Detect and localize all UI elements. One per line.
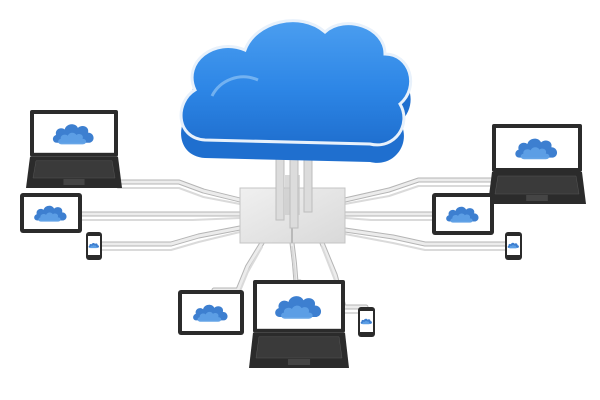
tablet-left <box>20 193 82 233</box>
cable-secondary-laptop-right <box>344 185 493 205</box>
laptop-bottom-center <box>249 280 349 368</box>
keyboard <box>32 160 116 179</box>
cloud-icon <box>179 19 413 163</box>
device-group <box>20 110 586 368</box>
touchpad <box>63 179 85 185</box>
cable-laptop-top-left <box>115 179 243 203</box>
cable-highlight-laptop-right <box>343 178 494 202</box>
cable-highlight-phone-right <box>343 228 507 246</box>
keyboard <box>255 336 343 359</box>
keyboard <box>494 175 580 195</box>
cable-highlight-phone-left <box>100 226 242 246</box>
cable-secondary-tablet-right <box>344 217 433 221</box>
tablet-right <box>432 193 494 235</box>
phone-right <box>505 232 522 260</box>
tablet-bottom-left <box>178 290 244 335</box>
cable-secondary-phone-left <box>101 231 241 251</box>
cable-secondary-tablet-left <box>81 217 241 221</box>
laptop-top-left <box>26 110 122 188</box>
laptop-right <box>488 124 586 204</box>
touchpad <box>287 359 311 365</box>
phone-left <box>86 232 102 260</box>
phone-bottom-right <box>358 307 375 337</box>
cable-secondary-laptop-top-left <box>117 187 241 205</box>
cable-secondary-phone-right <box>344 233 506 251</box>
touchpad <box>526 195 548 201</box>
cable-highlight-laptop-top-left <box>116 180 242 202</box>
